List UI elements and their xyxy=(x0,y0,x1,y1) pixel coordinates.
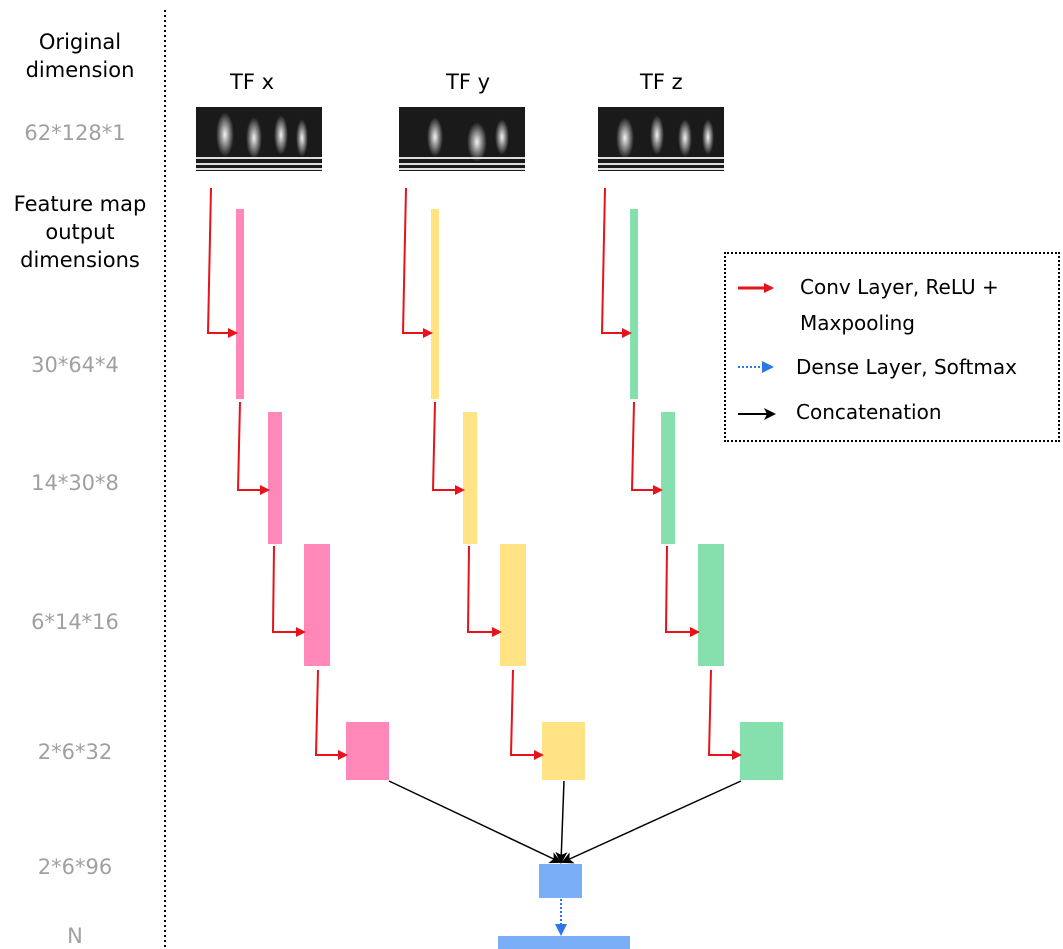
branch-y xyxy=(401,187,585,780)
original-dimension-label: Original dimension xyxy=(0,28,160,84)
y-layer4 xyxy=(542,722,585,780)
original-dimension-line2: dimension xyxy=(25,58,135,82)
z-layer4 xyxy=(740,722,783,780)
concat-arrow-y xyxy=(555,780,568,864)
x-conv-arrow-4 xyxy=(314,669,348,760)
dimension-layer1: 30*64*4 xyxy=(31,353,119,377)
x-conv-arrow-2 xyxy=(236,401,270,495)
z-conv-arrow-2 xyxy=(630,401,663,495)
x-layer4 xyxy=(346,722,389,780)
branch-x xyxy=(206,187,389,780)
input-title-x: TF x xyxy=(230,70,275,94)
y-conv-arrow-3 xyxy=(466,545,502,637)
dimension-layer2: 14*30*8 xyxy=(31,471,119,495)
y-layer1 xyxy=(431,209,439,399)
feature-map-line3: dimensions xyxy=(20,248,140,272)
z-layer3 xyxy=(698,544,724,666)
z-layer1 xyxy=(630,209,638,399)
z-layer2 xyxy=(661,412,675,544)
legend-box xyxy=(724,252,1060,442)
x-conv-arrow-1 xyxy=(206,187,238,338)
dimension-output: N xyxy=(67,924,83,948)
z-conv-arrow-1 xyxy=(600,187,632,338)
x-layer3 xyxy=(304,544,330,666)
feature-map-line1: Feature map xyxy=(13,192,147,216)
dimension-input: 62*128*1 xyxy=(24,121,126,145)
spectrogram-y xyxy=(399,107,525,171)
spectrogram-z xyxy=(598,107,724,171)
feature-map-label: Feature map output dimensions xyxy=(0,190,160,274)
legend-dense: Dense Layer, Softmax xyxy=(796,355,1017,379)
x-layer2 xyxy=(268,412,282,544)
z-conv-arrow-4 xyxy=(707,669,742,760)
dimension-layer4: 2*6*32 xyxy=(37,740,113,764)
input-title-z: TF z xyxy=(640,70,683,94)
legend-conv-line2: Maxpooling xyxy=(800,311,915,335)
x-layer1 xyxy=(236,209,244,399)
legend-conv-line1: Conv Layer, ReLU + xyxy=(800,275,999,299)
feature-map-line2: output xyxy=(45,220,115,244)
concat-arrow-x xyxy=(388,780,562,864)
output-block xyxy=(498,936,630,949)
legend-concat: Concatenation xyxy=(796,400,942,424)
original-dimension-line1: Original xyxy=(38,30,122,54)
dimension-concat: 2*6*96 xyxy=(37,855,113,879)
x-conv-arrow-3 xyxy=(271,545,306,637)
concat-arrow-z xyxy=(561,780,742,864)
y-conv-arrow-2 xyxy=(431,401,465,495)
z-conv-arrow-3 xyxy=(664,545,700,637)
input-title-y: TF y xyxy=(446,70,491,94)
y-layer2 xyxy=(463,412,477,544)
concat-block xyxy=(539,864,582,898)
spectrogram-x xyxy=(196,107,322,171)
y-conv-arrow-1 xyxy=(401,187,433,338)
y-conv-arrow-4 xyxy=(509,669,544,760)
branch-z xyxy=(600,187,783,780)
dimension-layer3: 6*14*16 xyxy=(31,610,119,634)
y-layer3 xyxy=(500,544,526,666)
